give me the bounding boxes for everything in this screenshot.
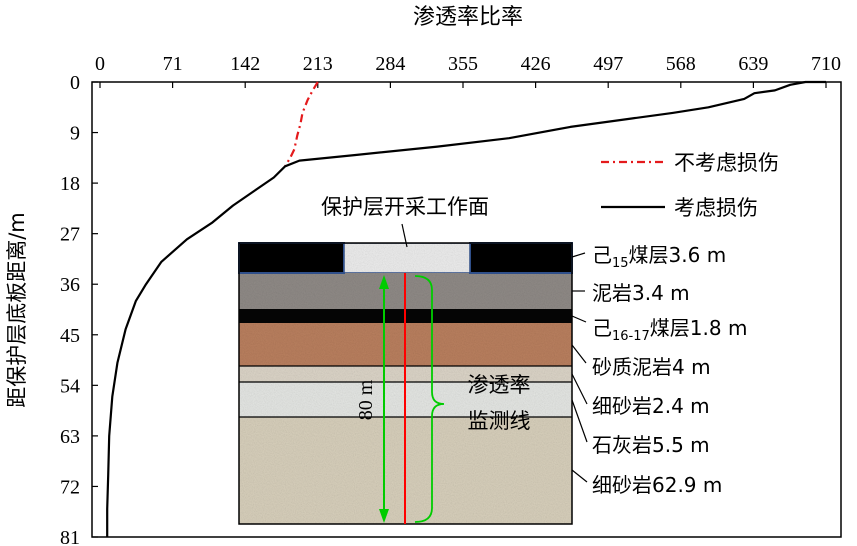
distance-arrow-head-up xyxy=(379,275,389,289)
stratum-label: 石灰岩5.5 m xyxy=(592,433,710,457)
x-axis-label: 渗透率比率 xyxy=(413,5,523,30)
x-tick-label: 213 xyxy=(303,53,333,75)
stratum-coal-15-left xyxy=(238,242,345,274)
legend-label-damage: 考虑损伤 xyxy=(674,196,758,220)
strata-leaders xyxy=(571,252,588,483)
y-tick-label: 0 xyxy=(70,72,80,94)
y-tick-label: 27 xyxy=(60,224,80,246)
stratum-label: 细砂岩62.9 m xyxy=(592,473,722,497)
stratum-label: 泥岩3.4 m xyxy=(592,281,690,305)
x-tick-label: 426 xyxy=(521,53,551,75)
series-line-1 xyxy=(106,80,826,537)
y-tick-label: 72 xyxy=(60,476,80,498)
distance-label: 80 m xyxy=(355,379,377,420)
y-tick-label: 36 xyxy=(60,274,80,296)
strata-labels: 己15煤层3.6 m 泥岩3.4 m 己16-17煤层1.8 m 砂质泥岩4 m… xyxy=(592,243,747,497)
y-axis-ticks: 0 9 18 27 36 45 54 63 72 81 xyxy=(60,72,98,546)
y-tick-label: 81 xyxy=(60,527,80,546)
stratum-label: 砂质泥岩4 m xyxy=(592,355,711,379)
x-tick-label: 71 xyxy=(163,53,183,75)
stratum-label: 己15煤层3.6 m xyxy=(592,243,726,271)
monitor-brace xyxy=(414,275,445,523)
legend-label-no-damage: 不考虑损伤 xyxy=(674,151,779,175)
y-axis-label: 距保护层底板距离/m xyxy=(5,212,29,408)
x-tick-label: 0 xyxy=(95,53,105,75)
stratum-label: 己16-17煤层1.8 m xyxy=(592,316,747,344)
x-tick-label: 284 xyxy=(375,53,405,75)
monitor-label-line2: 监测线 xyxy=(468,409,531,433)
y-tick-label: 63 xyxy=(60,426,80,448)
mined-out-workface xyxy=(343,242,471,274)
y-tick-label: 54 xyxy=(60,375,80,397)
x-tick-label: 355 xyxy=(448,53,478,75)
series-group xyxy=(106,80,826,537)
y-tick-label: 45 xyxy=(60,325,80,347)
stratum-coal-15-right xyxy=(469,242,573,274)
distance-arrow-head-down xyxy=(379,509,389,523)
y-tick-label: 9 xyxy=(70,123,80,145)
x-tick-label: 639 xyxy=(738,53,768,75)
x-tick-label: 710 xyxy=(811,53,841,75)
series-line-0 xyxy=(284,81,319,167)
strata-diagram: 保护层开采工作面 80 m 渗透率 监测线 xyxy=(238,195,573,525)
workface-label: 保护层开采工作面 xyxy=(321,195,489,219)
y-tick-label: 18 xyxy=(60,173,80,195)
stratum-label: 细砂岩2.4 m xyxy=(592,394,710,418)
workface-leader xyxy=(401,223,408,248)
legend: 不考虑损伤 考虑损伤 xyxy=(601,151,779,220)
monitor-label-line1: 渗透率 xyxy=(468,373,531,397)
x-tick-label: 568 xyxy=(666,53,696,75)
x-tick-label: 142 xyxy=(230,53,260,75)
x-axis-ticks: 0 71 142 213 284 355 426 497 568 639 710 xyxy=(95,53,841,88)
plot-frame xyxy=(91,81,842,538)
x-tick-label: 497 xyxy=(593,53,623,75)
